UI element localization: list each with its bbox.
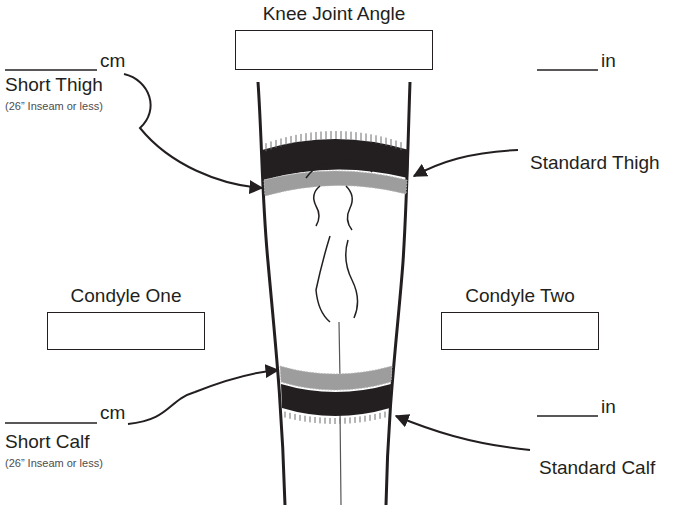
strap-tick (370, 415, 371, 421)
strap-tick (285, 412, 286, 418)
strap-tick (391, 139, 392, 147)
strap-tick (345, 418, 346, 424)
box-heading: Condyle Two (437, 284, 603, 308)
strap-tick (266, 143, 267, 151)
blank-box (441, 312, 599, 350)
strap-tick (385, 412, 386, 418)
note-text: (26” Inseam or less) (5, 457, 103, 470)
strap-tick (361, 133, 362, 141)
strap-tick (351, 132, 352, 140)
strap-tick (295, 414, 296, 420)
kneecap-line (346, 240, 358, 318)
strap-tick (306, 133, 307, 141)
strap-tick (396, 141, 397, 149)
input-box: Condyle Two (437, 284, 603, 350)
measure-label: cm (100, 402, 125, 424)
kneecap-line (346, 186, 352, 230)
strap-tick (360, 416, 361, 422)
input-box: Condyle One (43, 284, 209, 350)
strap-tick (336, 131, 337, 139)
kneecap-line (314, 186, 320, 226)
blank-line (5, 422, 97, 424)
strap-tick (286, 137, 287, 145)
strap-tick (300, 415, 301, 421)
strap-tick (315, 417, 316, 423)
leader-arrow (414, 150, 518, 176)
strap-tick (366, 133, 367, 141)
strap-tick (281, 138, 282, 146)
strap-tick (330, 418, 331, 424)
strap-tick (325, 418, 326, 424)
blank-line (5, 69, 97, 71)
strap-tick (401, 142, 402, 150)
strap-tick (356, 132, 357, 140)
strap-tick (355, 417, 356, 423)
strap-tick (375, 414, 376, 420)
strap-tick (301, 134, 302, 142)
strap-tick (290, 413, 291, 419)
note-text: (26” Inseam or less) (5, 100, 103, 113)
leader-arrow (124, 74, 262, 188)
measure-label: Standard Thigh (530, 152, 660, 174)
kneecap-line (316, 236, 330, 322)
measure-label: Standard Calf (539, 457, 655, 479)
strap-ticks (285, 412, 385, 424)
strap-tick (296, 135, 297, 143)
strap-tick (311, 132, 312, 140)
strap-tick (335, 418, 336, 424)
strap-tick (326, 131, 327, 139)
strap-tick (371, 134, 372, 142)
strap-ticks (266, 131, 401, 151)
measure-label: in (601, 396, 616, 418)
strap-tick (376, 135, 377, 143)
strap-tick (386, 138, 387, 146)
strap-tick (341, 131, 342, 139)
leader-arrow (128, 370, 278, 424)
blank-box (47, 312, 205, 350)
strap-tick (291, 136, 292, 144)
strap-tick (320, 417, 321, 423)
kneecap-line (306, 160, 372, 178)
strap-tick (350, 417, 351, 423)
strap-tick (310, 416, 311, 422)
box-heading: Knee Joint Angle (231, 2, 437, 26)
measure-label: cm (100, 50, 125, 72)
strap-tick (276, 140, 277, 148)
blank-box (235, 30, 433, 70)
blank-line (537, 415, 598, 417)
blank-line (537, 69, 598, 71)
measure-label: Short Thigh (5, 74, 103, 96)
leg-outline (258, 82, 285, 505)
leg-fill (258, 82, 410, 505)
strap-tick (331, 131, 332, 139)
strap-tick (381, 136, 382, 144)
short-calf-strap (280, 366, 392, 390)
strap-tick (365, 416, 366, 422)
leader-arrow (396, 416, 530, 450)
strap-tick (380, 413, 381, 419)
box-heading: Condyle One (43, 284, 209, 308)
strap-tick (346, 131, 347, 139)
strap-tick (340, 418, 341, 424)
strap-tick (271, 141, 272, 149)
calf-strap (281, 384, 391, 416)
short-thigh-strap (264, 171, 407, 196)
input-box: Knee Joint Angle (231, 2, 437, 70)
measure-label: in (601, 50, 616, 72)
strap-tick (305, 416, 306, 422)
measure-label: Short Calf (5, 431, 89, 453)
strap-tick (316, 132, 317, 140)
strap-tick (321, 132, 322, 140)
